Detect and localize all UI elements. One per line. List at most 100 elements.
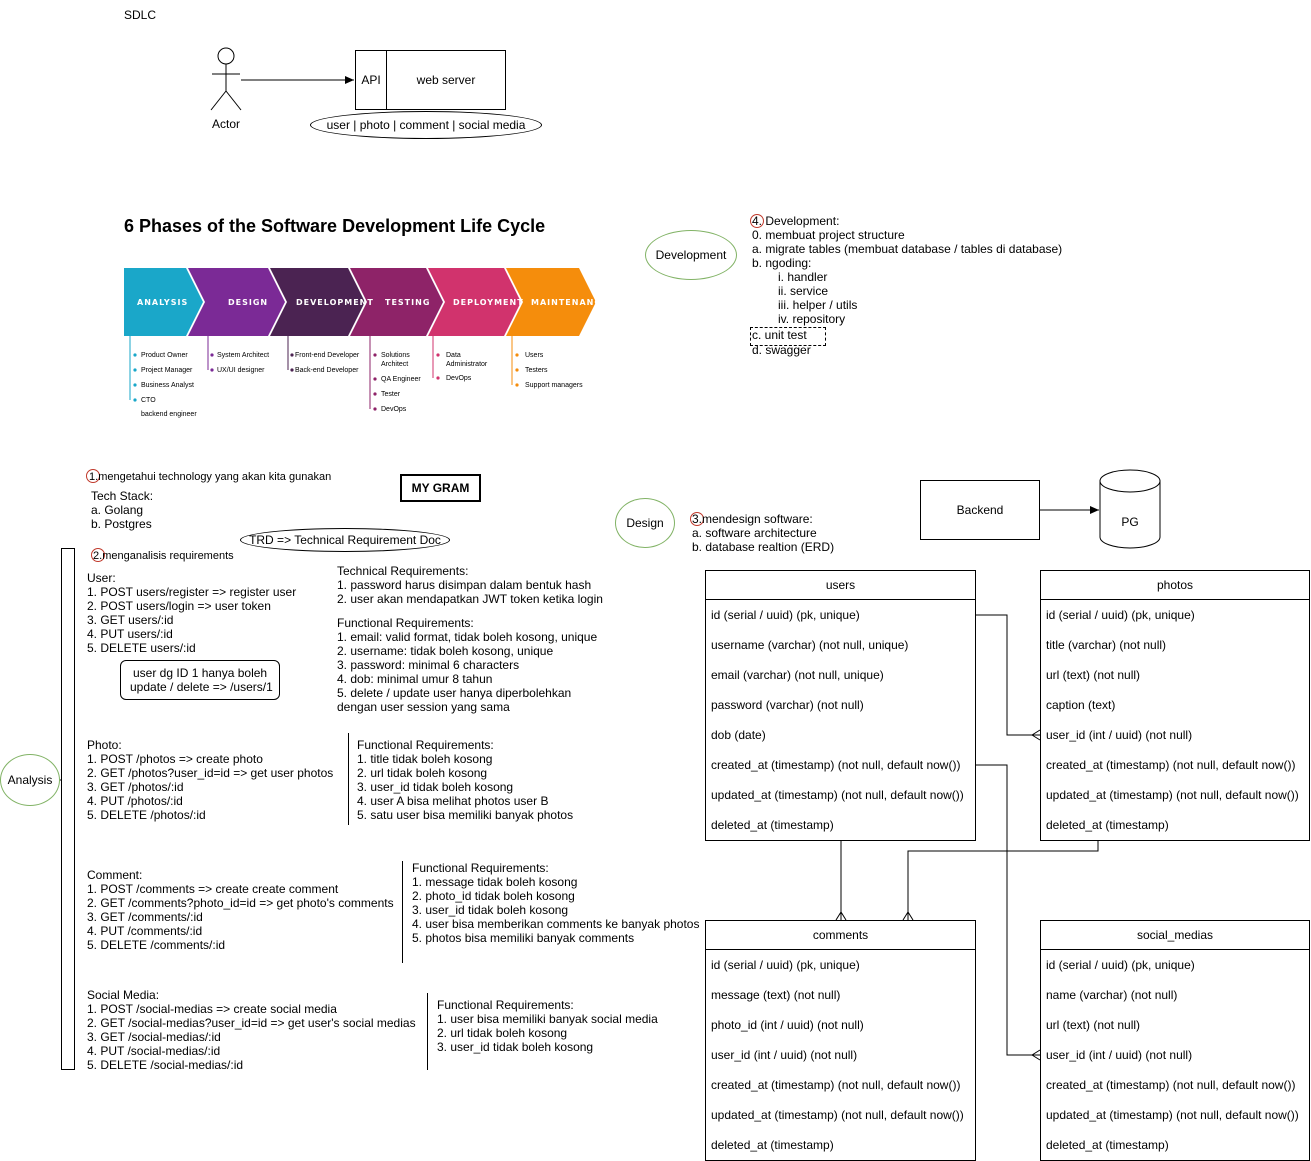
- sdlc-chevrons: [124, 268, 596, 336]
- role-item: CTO: [141, 397, 156, 404]
- tech-stack-item: b. Postgres: [91, 517, 152, 531]
- endpoint: 2. POST users/login => user token: [87, 599, 271, 613]
- entity-photos: photos id (serial / uuid) (pk, unique) t…: [1040, 570, 1310, 841]
- entity-field: updated_at (timestamp) (not null, defaul…: [1046, 1108, 1299, 1122]
- unit-test-label: c. unit test: [752, 328, 807, 342]
- note-line: update / delete => /users/1: [130, 680, 273, 694]
- requirement: 3. user_id tidak boleh kosong: [437, 1040, 594, 1054]
- role-item: Front-end Developer: [295, 352, 360, 359]
- requirement: 4. dob: minimal umur 8 tahun: [337, 672, 493, 686]
- crowfoot-photos: [1031, 729, 1041, 741]
- role-connectors: [129, 336, 519, 411]
- entity-title: photos: [1041, 571, 1309, 600]
- entity-field: id (serial / uuid) (pk, unique): [711, 958, 860, 972]
- tech-stack-heading: Tech Stack:: [91, 489, 154, 503]
- endpoint: 4. PUT /comments/:id: [87, 924, 203, 938]
- number-marker: [86, 469, 100, 483]
- entity-field: user_id (int / uuid) (not null): [711, 1048, 858, 1062]
- endpoint: 2. GET /comments?photo_id=id => get phot…: [87, 896, 394, 910]
- role-item: DevOps: [381, 406, 407, 413]
- development-line: a. migrate tables (membuat database / ta…: [752, 242, 1063, 256]
- comment-functional-requirements: Functional Requirements: 1. message tida…: [412, 861, 699, 945]
- requirement: 3. user_id tidak boleh kosong: [357, 780, 514, 794]
- requirement: 3. password: minimal 6 characters: [337, 658, 520, 672]
- entity-field: created_at (timestamp) (not null, defaul…: [1046, 1078, 1296, 1092]
- requirement: 2. username: tidak boleh kosong, unique: [337, 644, 554, 658]
- entity-field: id (serial / uuid) (pk, unique): [1046, 958, 1195, 972]
- role-item: Data Administrator: [446, 352, 488, 368]
- role-item: Product Owner: [141, 352, 188, 359]
- entity-field: deleted_at (timestamp): [1046, 1138, 1169, 1152]
- development-notes: 4. Development: 0. membuat project struc…: [752, 214, 1062, 326]
- design-heading: 3.mendesign software:: [692, 512, 813, 526]
- block-heading: Social Media:: [87, 988, 160, 1002]
- user-endpoints: User: 1. POST users/register => register…: [87, 571, 296, 655]
- block-heading: Photo:: [87, 738, 122, 752]
- design-line: a. software architecture: [692, 526, 817, 540]
- entity-field: url (text) (not null): [1046, 1018, 1141, 1032]
- social-endpoints: Social Media: 1. POST /social-medias => …: [87, 988, 416, 1072]
- entity-title: social_medias: [1041, 921, 1309, 950]
- chevron-development: [270, 268, 365, 336]
- chevron-deployment: [428, 268, 521, 336]
- number-marker: [750, 214, 764, 228]
- requirements-heading: Functional Requirements:: [337, 616, 474, 630]
- endpoint: 1. POST users/register => register user: [87, 585, 297, 599]
- resources-ellipse: user | photo | comment | social media: [310, 111, 542, 139]
- actor-icon: [210, 47, 242, 111]
- entity-field: created_at (timestamp) (not null, defaul…: [1046, 758, 1296, 772]
- entity-field: id (serial / uuid) (pk, unique): [1046, 608, 1195, 622]
- endpoint: 4. PUT users/:id: [87, 627, 173, 641]
- requirement: dengan user session yang sama: [337, 700, 510, 714]
- role-item: Users: [525, 352, 544, 359]
- requirement: 1. message tidak boleh kosong: [412, 875, 578, 889]
- analysis-oval-label: Analysis: [7, 773, 53, 787]
- rel-photos-comments: [907, 841, 1099, 920]
- requirement: 1. password harus disimpan dalam bentuk …: [337, 578, 592, 592]
- user-technical-requirements: Technical Requirements: 1. password haru…: [337, 564, 603, 606]
- endpoint: 4. PUT /social-medias/:id: [87, 1044, 221, 1058]
- development-sub: i. handler: [778, 270, 828, 284]
- entity-field: deleted_at (timestamp): [711, 818, 834, 832]
- design-oval-label: Design: [626, 516, 664, 530]
- endpoint: 5. DELETE /social-medias/:id: [87, 1058, 244, 1072]
- social-bracket: [427, 993, 428, 1070]
- requirement: 4. user bisa memberikan comments ke bany…: [412, 917, 700, 931]
- unit-test-box: c. unit test: [750, 327, 826, 346]
- endpoint: 3. GET /photos/:id: [87, 780, 184, 794]
- swagger-label: d. swagger: [752, 343, 811, 357]
- endpoint: 5. DELETE /photos/:id: [87, 808, 206, 822]
- design-line: b. database realtion (ERD): [692, 540, 835, 554]
- step1: 1.mengetahui technology yang akan kita g…: [89, 471, 332, 483]
- photo-endpoints: Photo: 1. POST /photos => create photo 2…: [87, 738, 333, 822]
- chevron-maintenance: [506, 268, 596, 336]
- crowfoot-comments-photos: [902, 911, 914, 921]
- database-icon: [1099, 469, 1161, 549]
- entity-field: user_id (int / uuid) (not null): [1046, 728, 1193, 742]
- entity-field: name (varchar) (not null): [1046, 988, 1178, 1002]
- role-item: Solutions Architect: [381, 352, 410, 368]
- rel-users-photos: [975, 614, 1040, 736]
- endpoint: 1. POST /comments => create create comme…: [87, 882, 339, 896]
- chevron-design: [188, 268, 285, 336]
- entity-field: deleted_at (timestamp): [711, 1138, 834, 1152]
- entity-field: username (varchar) (not null, unique): [711, 638, 909, 652]
- phase-label-testing: TESTING: [385, 298, 431, 307]
- phase-label-development: DEVELOPMENT: [296, 298, 374, 307]
- entity-field: created_at (timestamp) (not null, defaul…: [711, 1078, 961, 1092]
- entity-field: message (text) (not null): [711, 988, 841, 1002]
- tech-stack-item: a. Golang: [91, 503, 144, 517]
- chevron-analysis: [124, 268, 203, 336]
- requirement: 2. url tidak boleh kosong: [357, 766, 488, 780]
- endpoint: 1. POST /social-medias => create social …: [87, 1002, 337, 1016]
- entity-field: updated_at (timestamp) (not null, defaul…: [1046, 788, 1299, 802]
- social-functional-requirements: Functional Requirements: 1. user bisa me…: [437, 998, 658, 1054]
- number-marker: [690, 512, 704, 526]
- requirement: 5. delete / update user hanya diperboleh…: [337, 686, 572, 700]
- endpoint: 4. PUT /photos/:id: [87, 794, 183, 808]
- requirement: 4. user A bisa melihat photos user B: [357, 794, 549, 808]
- phase-label-maintenance: MAINTENANCE: [531, 298, 608, 307]
- entity-social-medias: social_medias id (serial / uuid) (pk, un…: [1040, 920, 1310, 1161]
- block-heading: User:: [87, 571, 116, 585]
